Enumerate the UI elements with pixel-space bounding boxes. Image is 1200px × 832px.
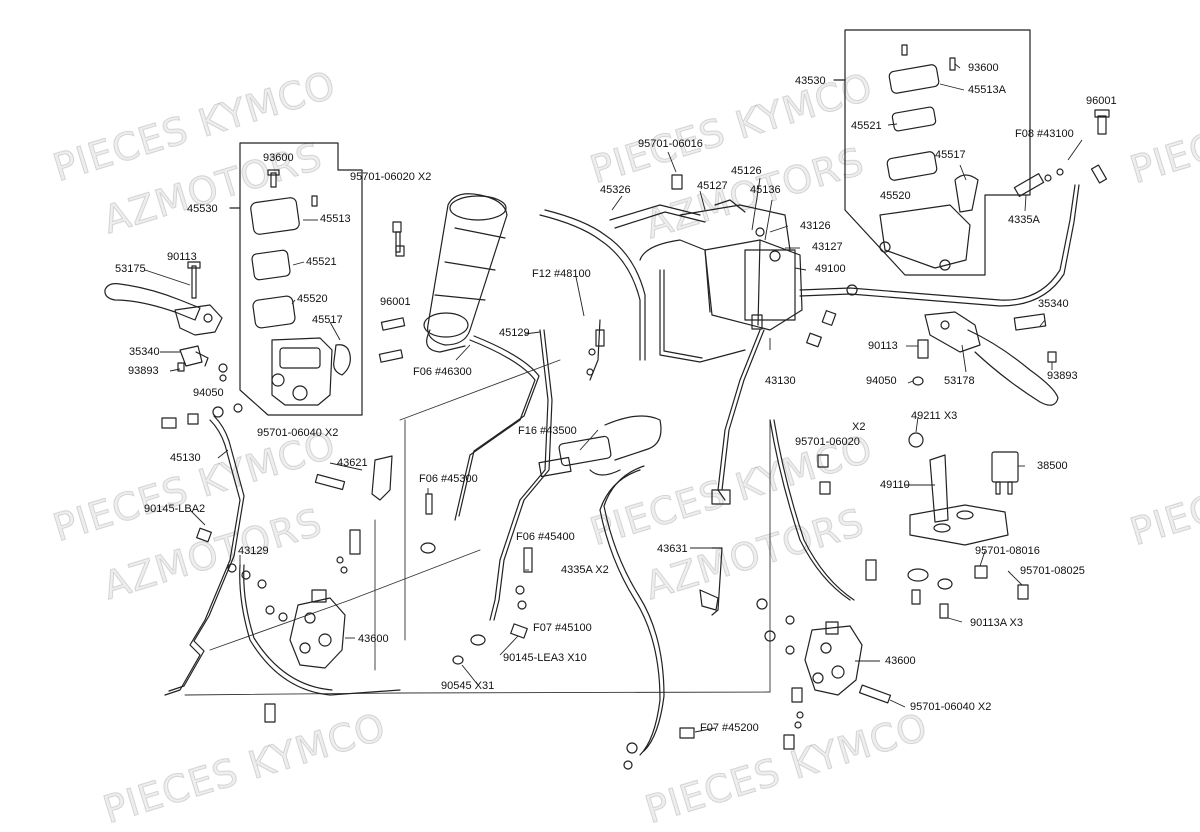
part-label-53175: 53175 [115,263,146,275]
part-label-49211-x3: 49211 X3 [911,410,958,422]
bolt-95701-06020-right [817,454,829,468]
part-label-93600-right: 93600 [968,62,999,74]
part-label-95701-08016: 95701-08016 [975,545,1040,557]
detail-box-left [239,142,363,416]
bolts-96001-left [378,221,406,363]
part-label-49100: 49100 [815,263,846,275]
reservoir-cap-left [250,197,300,235]
part-label-43530: 43530 [795,75,826,87]
part-label-45521-left: 45521 [306,256,337,268]
part-label-43621: 43621 [337,457,368,469]
part-label-43126: 43126 [800,220,831,232]
part-label-90145-lba2: 90145-LBA2 [144,503,206,515]
banjo-4335A-right [1013,168,1064,197]
part-label-35340-left: 35340 [129,346,160,358]
detail-box-right [844,29,1031,276]
part-label-x2-right: X2 [852,421,866,433]
brake-line-right-upper [799,184,1076,301]
part-label-45520-left: 45520 [297,293,328,305]
diaphragm-left [252,295,296,329]
part-label-43129: 43129 [238,545,269,557]
exploded-view-drawing [104,29,1110,770]
part-label-90113-left: 90113 [167,251,197,263]
part-label-4335a-x2: 4335A X2 [561,564,609,576]
part-label-35340-right: 35340 [1038,298,1069,310]
bolt-95701-08025 [1017,584,1029,600]
part-label-38500: 38500 [1037,460,1068,472]
grommet [907,568,929,582]
part-label-45130: 45130 [170,452,201,464]
part-label-96001-right: 96001 [1086,95,1117,107]
part-label-45129: 45129 [499,327,530,339]
part-label-43631: 43631 [657,543,688,555]
part-label-f07-45100: F07 #45100 [533,622,592,634]
part-label-96001-left: 96001 [380,296,411,308]
part-label-43600-right: 43600 [885,655,916,667]
part-label-95701-06040-x2-left: 95701-06040 X2 [257,427,339,439]
part-label-f12-48100: F12 #48100 [532,268,591,280]
master-cylinder-body-left [271,337,351,406]
part-label-45136: 45136 [750,184,781,196]
part-label-95701-06040-x2-right: 95701-06040 X2 [910,701,992,713]
abs-bracket-49110 [909,454,1009,546]
parts-diagram: PIECES KYMCO AZMOTORS PIECES KYMCO AZMOT… [47,29,1200,832]
brake-lever-right [912,311,1059,406]
part-label-f06-45400: F06 #45400 [516,531,575,543]
caliper-left-43600 [227,455,393,723]
part-label-45520-right: 45520 [880,190,911,202]
part-label-4335a-right: 4335A [1008,214,1040,226]
part-label-93893-left: 93893 [128,365,159,377]
delay-valve-43500 [538,415,662,478]
handlebar-tube [423,193,508,353]
part-label-43600-left: 43600 [358,633,389,645]
part-label-45513: 45513 [320,213,351,225]
part-label-90113a-x3: 90113A X3 [970,617,1024,629]
diaphragm-plate-left [251,249,291,281]
part-label-94050-left: 94050 [193,387,224,399]
part-label-f07-45200: F07 #45200 [700,722,759,734]
collar-49211 [908,432,924,448]
caliper-right-43600 [756,598,892,750]
part-label-95701-06020-x2: 95701-06020 X2 [350,171,432,183]
abs-hydraulic-unit [639,204,803,363]
brake-line-43129 [239,564,401,696]
part-label-95701-06020-right: 95701-06020 [795,436,860,448]
part-label-90113-right: 90113 [868,340,898,352]
part-label-53178: 53178 [944,375,975,387]
part-label-45126: 45126 [731,165,762,177]
part-label-43130: 43130 [765,375,796,387]
part-label-93600-left: 93600 [263,152,294,164]
brake-lever-left [104,261,228,382]
part-label-f08-43100: F08 #43100 [1015,128,1074,140]
part-label-95701-08025: 95701-08025 [1020,565,1085,577]
cap-screw-left [267,169,318,207]
part-label-45521-right: 45521 [851,120,882,132]
part-label-f16-43500: F16 #43500 [518,425,577,437]
part-label-45513a: 45513A [968,84,1006,96]
part-label-45530: 45530 [187,203,218,215]
part-label-93893-right: 93893 [1047,370,1078,382]
part-label-43127: 43127 [812,241,843,253]
part-label-45517-right: 45517 [935,149,966,161]
part-label-90145-lea3-x10: 90145-LEA3 X10 [503,652,587,664]
part-label-95701-06016: 95701-06016 [638,138,703,150]
part-label-45517-left: 45517 [312,314,343,326]
part-label-f06-45300: F06 #45300 [419,473,478,485]
part-label-45326: 45326 [600,184,631,196]
brake-line-45200 [599,469,661,756]
bolt-96001-right [1090,109,1110,184]
brake-line-45130 [164,419,241,696]
part-label-49110: 49110 [880,479,910,491]
master-cylinder-right-parts [879,44,979,271]
nut-95701-08016 [974,565,988,579]
abs-relay-38500 [991,451,1019,495]
part-label-94050-right: 94050 [866,375,897,387]
part-label-90545-x31: 90545 X31 [441,680,495,692]
part-label-f06-46300: F06 #46300 [413,366,472,378]
part-label-45127: 45127 [697,180,728,192]
